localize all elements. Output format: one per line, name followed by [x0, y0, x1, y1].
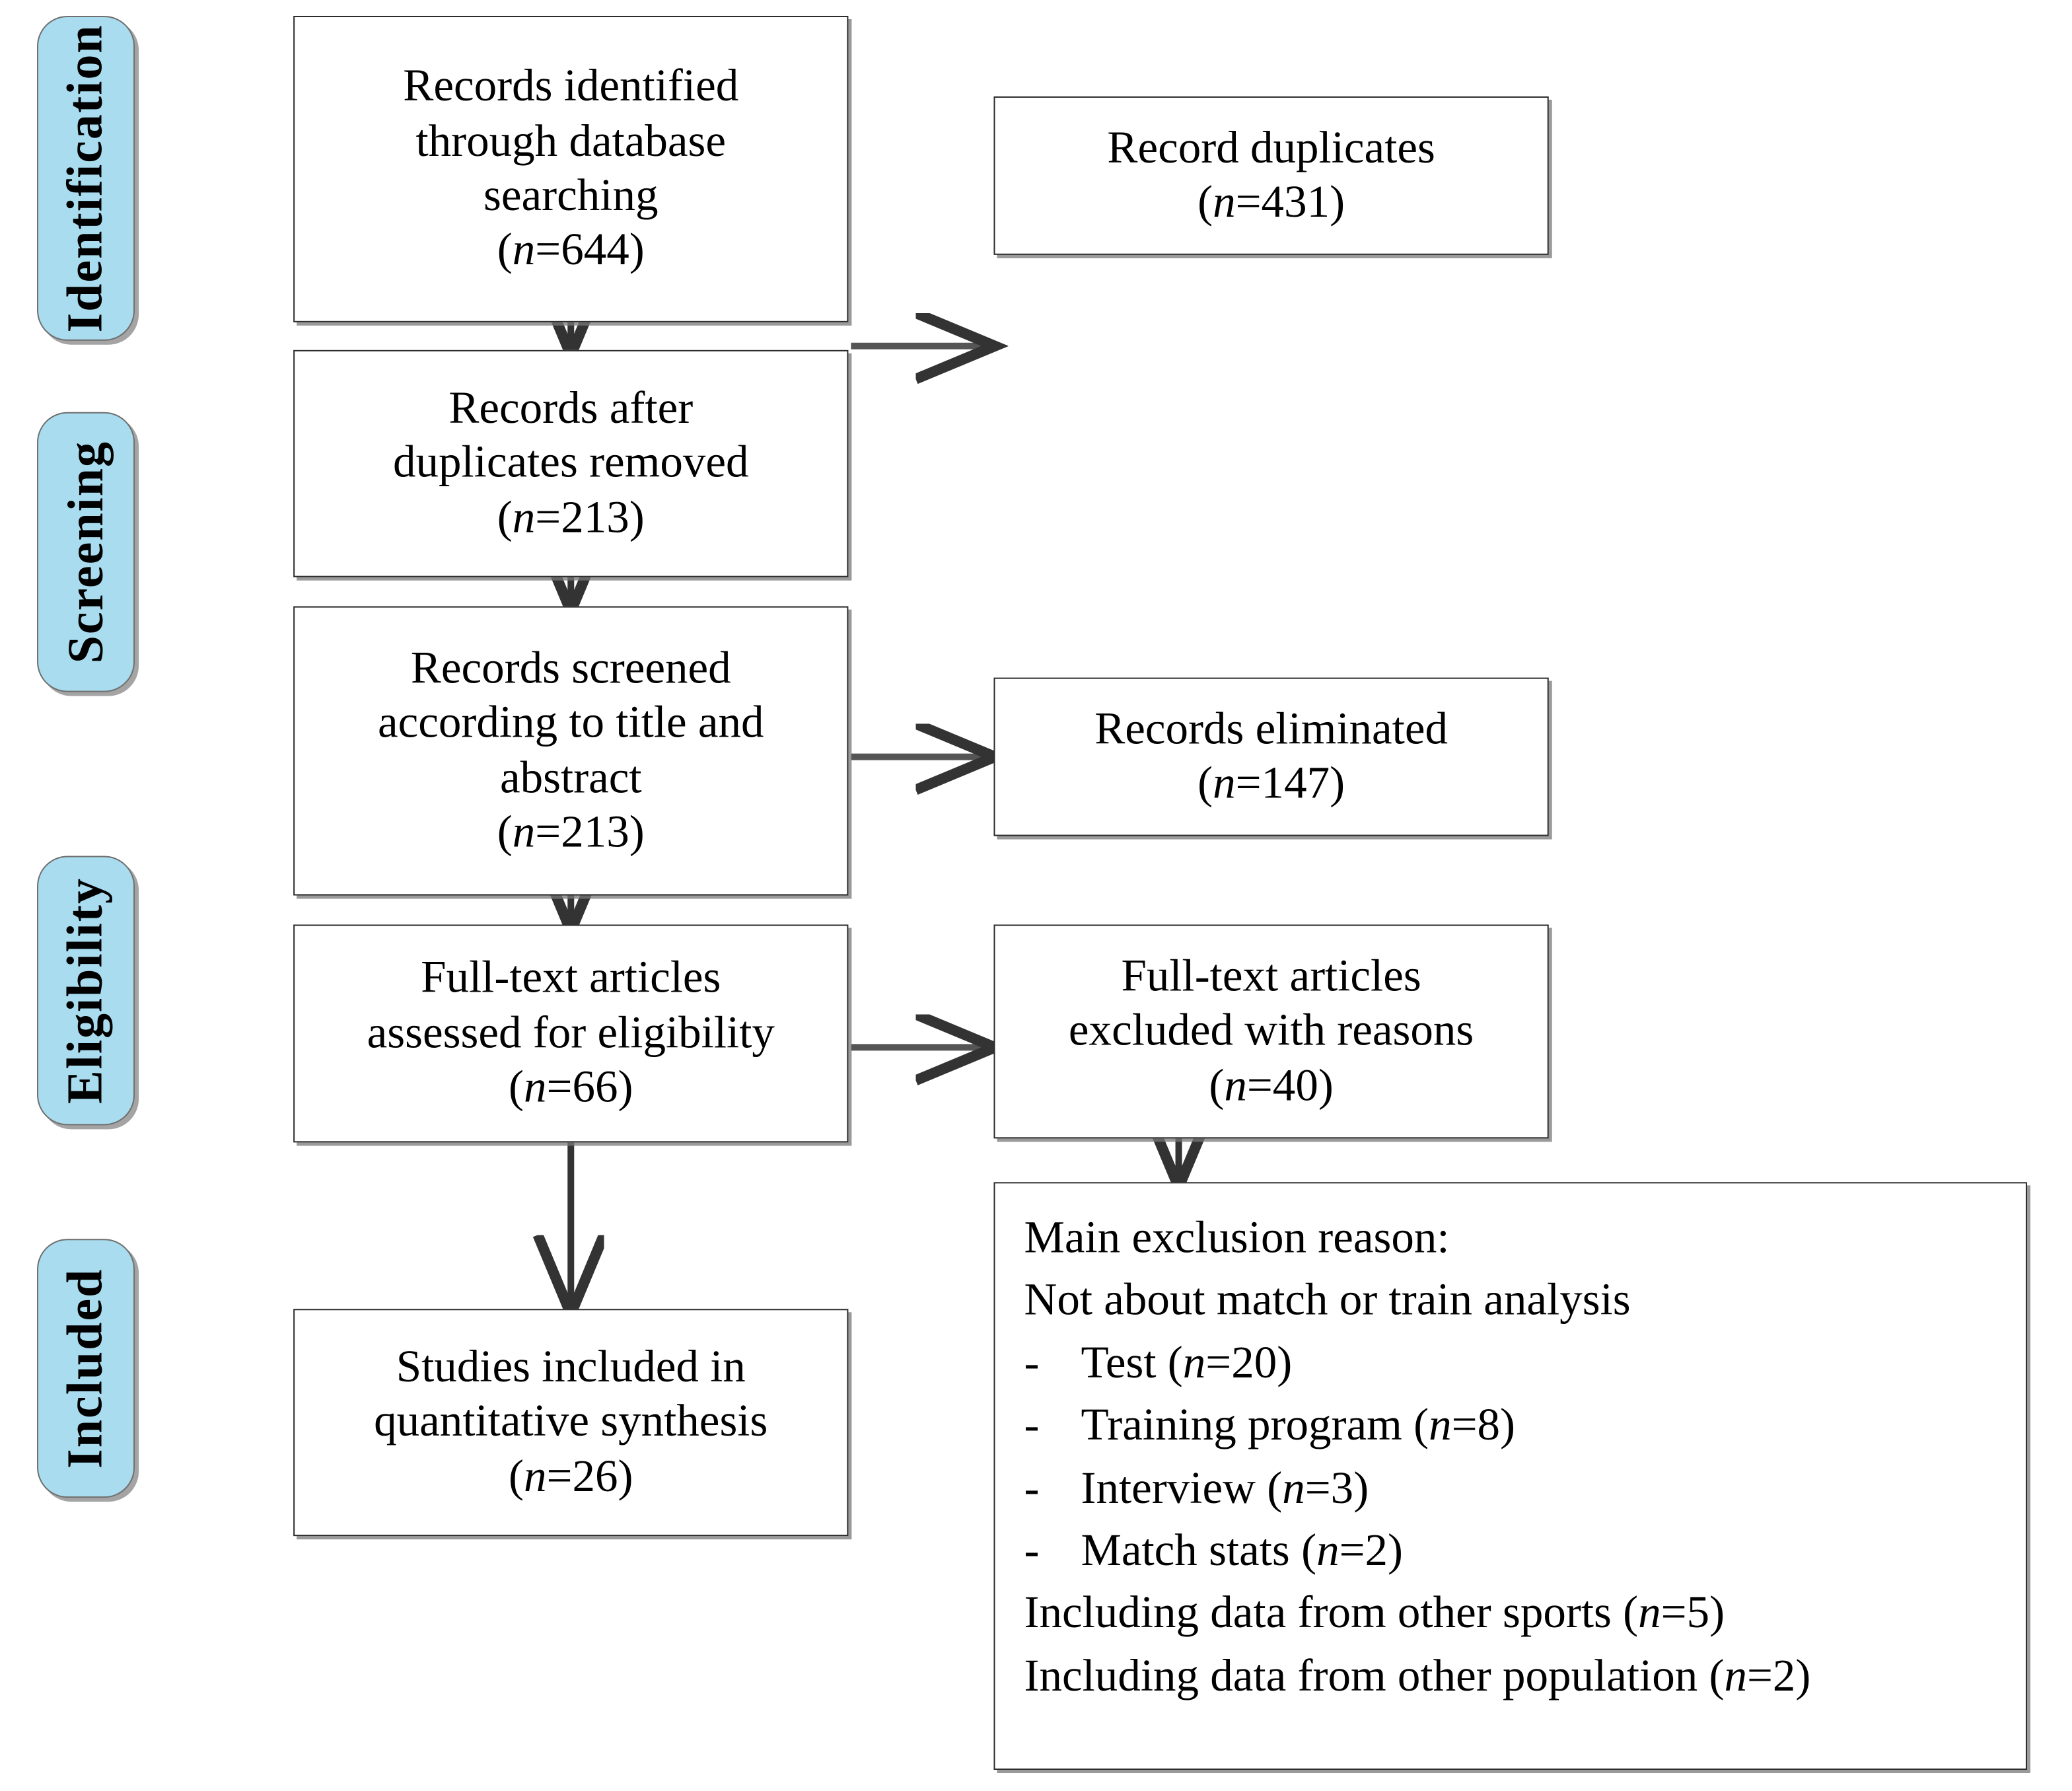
n-italic: n [1213, 176, 1236, 227]
box-records-identified-line-3: searching [483, 170, 659, 221]
bullet-dash-icon: - [1024, 1400, 1040, 1451]
n-italic: n [1224, 1060, 1247, 1111]
box-records-eliminated: Records eliminated (n=147) [993, 677, 1549, 836]
stage-label-screening-text: Screening [58, 440, 114, 664]
stage-label-eligibility-text: Eligibility [58, 877, 114, 1104]
exclusion-bullet-training-program: -Training program (n=8) [1024, 1399, 1515, 1454]
box-records-after-duplicates-line-1: Records after [448, 383, 694, 433]
box-fulltext-excluded-count: (n=40) [1209, 1060, 1334, 1111]
stage-label-identification-text: Identification [58, 24, 114, 333]
bullet-dash-icon: - [1024, 1525, 1040, 1576]
box-studies-included-line-2: quantitative synthesis [374, 1396, 768, 1447]
exclusion-footer-other-sports: Including data from other sports (n=5) [1024, 1588, 1725, 1638]
box-fulltext-assessed: Full-text articles assessed for eligibil… [293, 924, 849, 1143]
box-studies-included: Studies included in quantitative synthes… [293, 1309, 849, 1537]
box-records-identified-count: (n=644) [497, 225, 645, 275]
n-italic: n [512, 492, 536, 543]
exclusion-reasons-subheading: Not about match or train analysis [1024, 1275, 1631, 1326]
box-records-identified-line-1: Records identified [403, 61, 739, 112]
n-italic: n [1282, 1463, 1305, 1514]
box-records-eliminated-line-1: Records eliminated [1094, 703, 1448, 754]
box-record-duplicates: Record duplicates (n=431) [993, 96, 1549, 255]
bullet-dash-icon: - [1024, 1337, 1040, 1388]
box-fulltext-excluded-line-2: excluded with reasons [1068, 1005, 1474, 1056]
bullet-dash-icon: - [1024, 1463, 1040, 1514]
stage-label-included: Included [37, 1239, 135, 1498]
box-records-identified-line-2: through database [415, 116, 727, 166]
box-fulltext-assessed-count: (n=66) [509, 1062, 633, 1113]
box-studies-included-line-1: Studies included in [396, 1342, 746, 1393]
exclusion-bullet-interview: -Interview (n=3) [1024, 1461, 1369, 1516]
n-italic: n [1429, 1400, 1452, 1451]
n-italic: n [524, 1451, 547, 1502]
box-records-screened-line-2: according to title and [377, 697, 764, 748]
box-records-screened-line-1: Records screened [410, 643, 731, 693]
n-italic: n [1182, 1337, 1206, 1388]
n-italic: n [1724, 1650, 1747, 1701]
box-records-after-duplicates-count: (n=213) [497, 492, 645, 543]
box-record-duplicates-line-1: Record duplicates [1107, 122, 1435, 173]
box-records-after-duplicates: Records after duplicates removed (n=213) [293, 349, 849, 577]
stage-label-screening: Screening [37, 412, 135, 692]
box-records-identified: Records identified through database sear… [293, 15, 849, 322]
n-italic: n [512, 807, 536, 858]
stage-label-eligibility: Eligibility [37, 856, 135, 1126]
box-fulltext-assessed-line-1: Full-text articles [421, 953, 721, 1004]
box-records-screened-line-3: abstract [499, 752, 642, 803]
n-italic: n [512, 225, 536, 275]
n-italic: n [1213, 758, 1236, 809]
box-records-screened-count: (n=213) [497, 807, 645, 858]
stage-label-identification: Identification [37, 15, 135, 341]
box-record-duplicates-count: (n=431) [1197, 176, 1345, 227]
box-records-eliminated-count: (n=147) [1197, 758, 1345, 809]
n-italic: n [1638, 1588, 1661, 1638]
n-italic: n [524, 1062, 547, 1113]
exclusion-footer-other-population: Including data from other population (n=… [1024, 1650, 1811, 1701]
box-records-after-duplicates-line-2: duplicates removed [392, 437, 749, 488]
box-fulltext-excluded: Full-text articles excluded with reasons… [993, 924, 1549, 1139]
box-fulltext-assessed-line-2: assessed for eligibility [367, 1007, 775, 1058]
box-exclusion-reasons: Main exclusion reason: Not about match o… [993, 1182, 2027, 1771]
box-fulltext-excluded-line-1: Full-text articles [1121, 951, 1421, 1002]
exclusion-reasons-heading: Main exclusion reason: [1024, 1212, 1450, 1263]
stage-label-included-text: Included [58, 1268, 114, 1469]
box-studies-included-count: (n=26) [509, 1451, 633, 1502]
exclusion-bullet-test: -Test (n=20) [1024, 1336, 1292, 1391]
exclusion-bullet-match-stats: -Match stats (n=2) [1024, 1524, 1403, 1579]
box-records-screened: Records screened according to title and … [293, 606, 849, 896]
n-italic: n [1316, 1525, 1340, 1576]
